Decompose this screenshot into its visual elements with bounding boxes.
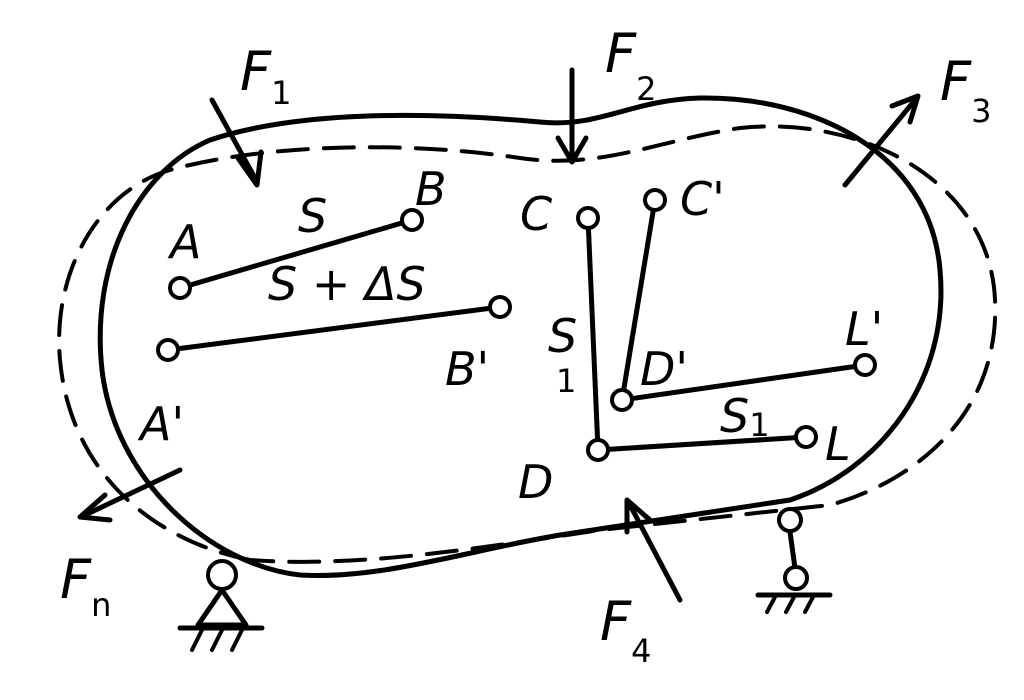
label-f4: F4 (600, 590, 651, 670)
point-a-prime (156, 338, 180, 362)
force-arrow-f2 (555, 67, 589, 165)
point-c-prime (643, 188, 667, 212)
point-a (168, 276, 192, 300)
point-l-prime (853, 353, 877, 377)
label-segment-ab: S (298, 189, 327, 243)
label-a: A (167, 215, 201, 269)
point-b-prime (488, 295, 512, 319)
label-segment-dl: S1 (720, 389, 770, 444)
label-f1: F1 (240, 40, 291, 112)
force-arrow-f4 (624, 497, 683, 603)
body-outline-solid (97, 95, 944, 579)
label-c: C (520, 187, 552, 241)
label-a-prime: A' (137, 397, 184, 451)
label-f3: F3 (940, 50, 991, 130)
label-d: D (518, 455, 553, 509)
body-outline-dashed (57, 124, 998, 564)
label-b: B (415, 162, 447, 216)
label-l-prime: L' (845, 302, 883, 356)
label-fn: Fn (60, 548, 111, 624)
label-c-prime: C' (680, 172, 725, 226)
force-arrow-fn (77, 467, 183, 523)
pinned-support (177, 559, 265, 652)
label-segment-ab-prime: S + ΔS (268, 257, 426, 311)
label-d-prime: D' (640, 342, 688, 396)
point-c (576, 206, 600, 230)
force-arrow-f3 (842, 93, 921, 188)
segment-cdl (585, 215, 809, 453)
link-support (755, 507, 833, 614)
segment-ab-prime (165, 304, 503, 353)
point-d-prime (610, 388, 634, 412)
segment-ab (177, 217, 415, 291)
label-l: L (825, 417, 851, 471)
point-b (400, 208, 424, 232)
point-d (586, 438, 610, 462)
force-arrow-f1 (209, 97, 264, 188)
label-f2: F2 (605, 22, 656, 108)
point-l (794, 425, 818, 449)
label-b-prime: B' (445, 342, 489, 396)
